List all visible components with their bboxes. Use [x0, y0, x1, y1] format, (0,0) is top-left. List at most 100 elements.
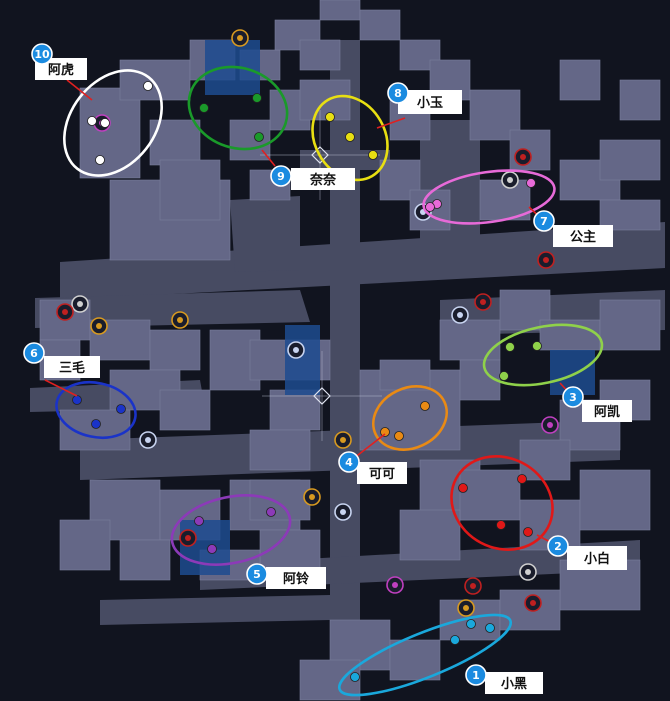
- label-tag: [35, 58, 87, 80]
- building-block: [389, 639, 441, 681]
- number-badge: [23, 342, 45, 364]
- spawn-dot: [485, 623, 495, 633]
- building-block: [149, 329, 201, 371]
- fork-knife-icon: [231, 29, 249, 47]
- no-entry-icon: [537, 251, 555, 269]
- car-icon: [519, 563, 537, 581]
- number-badge: [270, 165, 292, 187]
- marker-label-8: 小玉8: [376, 82, 462, 129]
- badge-number: 4: [345, 456, 353, 469]
- marker-label-1: 小黑1: [465, 664, 543, 694]
- spawn-dot: [517, 474, 527, 484]
- group-ellipse: [170, 494, 292, 566]
- building-block: [249, 429, 311, 471]
- spawn-dot: [266, 507, 276, 517]
- road: [35, 290, 310, 328]
- shopping-cart-icon: [90, 317, 108, 335]
- group-ellipse: [338, 613, 512, 697]
- number-badge: [533, 210, 555, 232]
- building-block: [579, 469, 651, 531]
- label-tag: [485, 672, 543, 694]
- number-badge: [465, 664, 487, 686]
- spawn-dot: [143, 81, 153, 91]
- building-block: [599, 299, 661, 351]
- building-block: [59, 409, 131, 451]
- group-4: [372, 385, 448, 451]
- marker-label-3: 阿凯 3: [559, 382, 632, 422]
- no-entry-icon: [524, 594, 542, 612]
- spawn-dot: [496, 520, 506, 530]
- spawn-dot: [91, 419, 101, 429]
- building-block: [59, 519, 111, 571]
- number-badge: [31, 43, 53, 65]
- building-block: [439, 319, 501, 361]
- badge-number: 7: [540, 215, 548, 228]
- badge-number: 6: [30, 347, 38, 360]
- wrench-icon: [451, 306, 469, 324]
- building-block: [379, 359, 431, 391]
- fork-knife-icon: [334, 431, 352, 449]
- spawn-dot: [207, 544, 217, 554]
- number-badge: [387, 82, 409, 104]
- building-block: [159, 389, 211, 431]
- marker-label-7: 公主7: [528, 206, 613, 247]
- group-5: [170, 494, 292, 566]
- spawn-dot: [458, 483, 468, 493]
- group-10: [63, 69, 163, 177]
- spawn-dot: [368, 150, 378, 160]
- group-ellipse: [311, 94, 389, 182]
- water-area: [285, 325, 320, 395]
- water-area: [180, 520, 230, 575]
- spawn-dot: [532, 341, 542, 351]
- label-tag: [357, 462, 407, 484]
- badge-number: 8: [394, 87, 402, 100]
- group-ellipse: [63, 69, 163, 177]
- spawn-dot: [466, 619, 476, 629]
- building-block: [299, 659, 361, 701]
- building-block: [299, 39, 341, 71]
- group-7: [422, 169, 556, 225]
- spawn-dot: [505, 342, 515, 352]
- label-name: 奈奈: [309, 172, 337, 188]
- number-badge: [338, 451, 360, 473]
- shopping-cart-icon: [171, 311, 189, 329]
- spawn-dot: [325, 112, 335, 122]
- group-1: [338, 613, 512, 697]
- building-block: [459, 469, 521, 521]
- building-block: [499, 289, 551, 331]
- no-entry-icon: [56, 303, 74, 321]
- group-6: [55, 381, 137, 439]
- spawn-dot: [526, 178, 536, 188]
- pawn-icon: [139, 431, 157, 449]
- wrench-icon: [287, 341, 305, 359]
- label-tag: [266, 567, 326, 589]
- heart-icon: [464, 577, 482, 595]
- label-name: 小白: [584, 551, 610, 567]
- label-name: 小黑: [501, 677, 527, 692]
- marker-label-2: 小白2: [536, 534, 627, 570]
- fork-knife-icon: [303, 488, 321, 506]
- wrench-icon: [414, 203, 432, 221]
- spawn-dot: [380, 427, 390, 437]
- building-block: [399, 509, 461, 561]
- building-block: [599, 139, 661, 181]
- fork-knife-icon: [457, 599, 475, 617]
- road: [100, 595, 330, 625]
- label-tag: [291, 168, 355, 190]
- building-block: [269, 389, 321, 431]
- badge-number: 9: [277, 170, 285, 183]
- spawn-dot: [254, 132, 264, 142]
- building-block: [119, 539, 171, 581]
- label-name: 阿凯: [594, 404, 620, 420]
- marker-label-5: 阿铃5: [246, 563, 326, 589]
- spawn-dot: [345, 132, 355, 142]
- badge-number: 3: [569, 391, 577, 404]
- group-3: [482, 323, 604, 387]
- spawn-dot: [499, 371, 509, 381]
- building-block: [519, 439, 571, 481]
- building-block: [509, 129, 551, 171]
- building-block: [319, 0, 361, 21]
- spawn-dot: [87, 116, 97, 126]
